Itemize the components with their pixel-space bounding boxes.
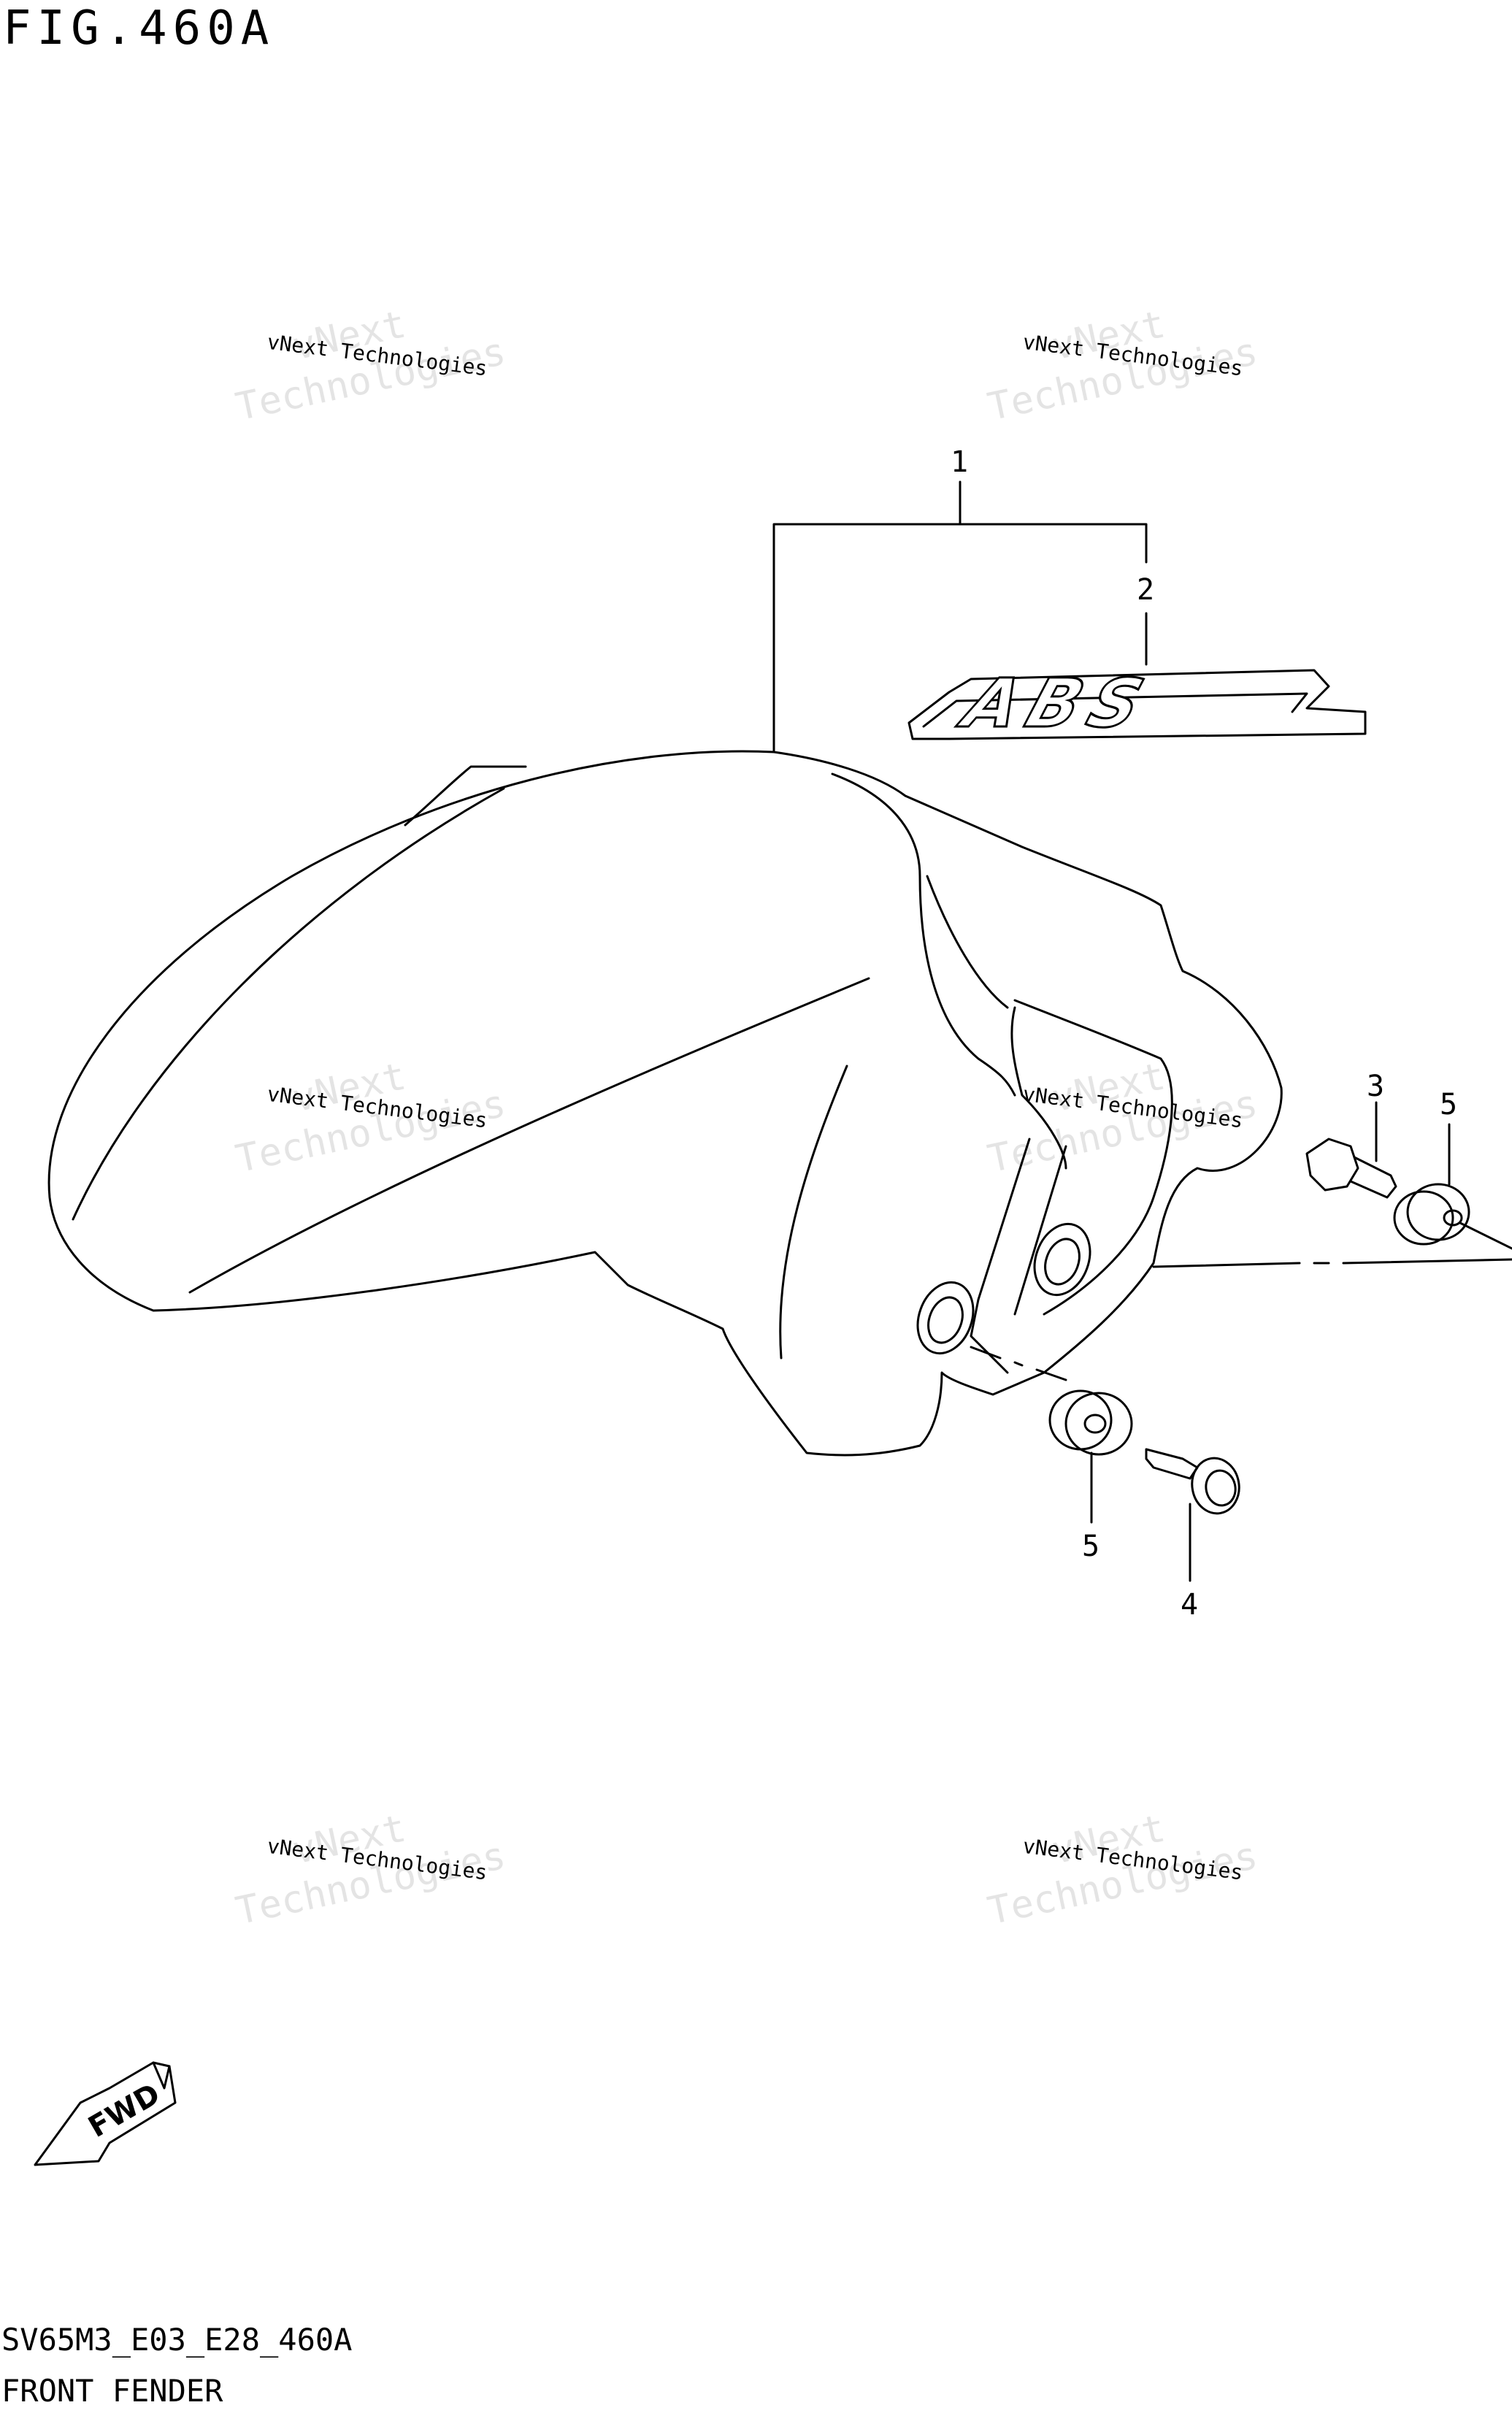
mounting-hole [916,1281,975,1355]
callout-5-lower: 5 [1082,1530,1100,1563]
assembly-line [1459,1221,1512,1250]
abs-decal-text: ABS [953,664,1163,744]
fwd-arrow [152,2061,171,2090]
bolt-4 [1191,1457,1240,1515]
fender-rear-flap [404,765,527,826]
figure-code: SV65M3_E03_E28_460A [1,2322,353,2358]
fender-side-contour [926,875,1009,1009]
bolt-3 [1349,1156,1397,1199]
figure-title: FIG.460A [3,1,275,55]
mounting-hole [927,1296,964,1344]
callout-2: 2 [1137,573,1155,607]
fender-bracket [1010,1006,1067,1170]
callout-1: 1 [951,445,969,479]
assembly-line [1152,1258,1512,1268]
callout-5-right: 5 [1440,1088,1458,1121]
callout-3: 3 [1367,1070,1385,1103]
mounting-hole [1033,1222,1091,1297]
bolt-4 [1205,1469,1237,1507]
grommet-5 [1048,1389,1113,1451]
fender-bracket-strip [1013,1145,1067,1316]
grommet-5 [1083,1414,1107,1434]
assembly-line [970,1346,1067,1381]
front-fender-outline [47,750,1283,1457]
grommet-5 [1393,1190,1454,1246]
fender-bracket-strip [970,1138,1031,1374]
callout-4: 4 [1181,1588,1199,1622]
grommet-5 [1064,1392,1133,1456]
abs-decal-outline [922,692,1308,728]
bolt-4 [1145,1448,1199,1480]
abs-decal-outline [907,669,1367,740]
fender-ridge [779,1065,848,1359]
fender-ridge [188,977,870,1294]
mounting-hole [1044,1238,1081,1286]
figure-name: FRONT FENDER [1,2373,223,2409]
fender-ridge [72,787,505,1221]
fender-bracket [1013,999,1173,1316]
fender-side-contour [831,772,1016,1097]
bolt-3 [1305,1138,1359,1192]
grommet-5 [1443,1209,1463,1227]
